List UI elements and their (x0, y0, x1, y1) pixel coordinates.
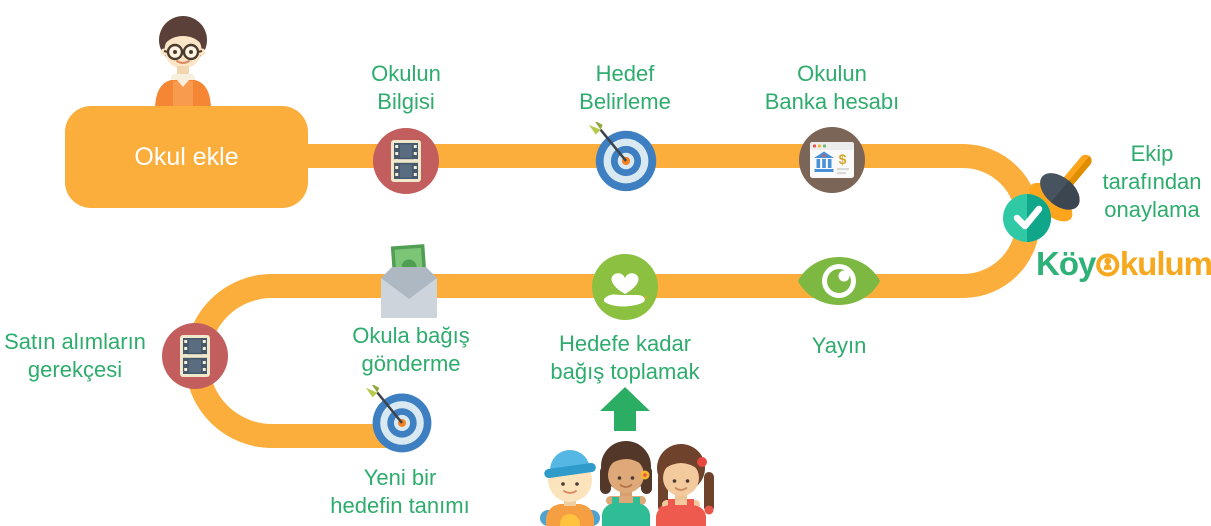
step-label-goal-setting: Hedef Belirleme (579, 61, 671, 114)
stamp-check-icon (1003, 154, 1092, 242)
heart-hand-icon (592, 254, 658, 320)
children-illustration (540, 441, 714, 526)
girl-bob-figure (600, 441, 652, 526)
step-label-team-approval: Ekip tarafından onaylama (1102, 141, 1202, 222)
step-label-new-goal: Yeni bir hedefin tanımı (330, 465, 470, 518)
logo-person-o-icon (1096, 253, 1120, 277)
film-strip-icon (162, 323, 228, 389)
stamp-glyph (1029, 154, 1092, 222)
eye-icon (798, 257, 880, 305)
step-label-bank-account: Okulun Banka hesabı (764, 61, 900, 114)
boy-figure (540, 450, 600, 526)
logo-text-kulum: kulum (1119, 245, 1211, 282)
start-node-okul-ekle: Okul ekle (65, 106, 308, 208)
person-avatar (155, 16, 211, 110)
step-label-send-donation: Okula bağış gönderme (352, 323, 470, 376)
logo-text-koy: Köy (1036, 245, 1096, 282)
step-label-school-info: Okulun Bilgisi (371, 61, 441, 114)
koyokulum-logo: Köy kulum (1036, 240, 1211, 282)
step-label-purchase-justification: Satın alımların gerekçesi (4, 329, 146, 382)
bank-browser-icon: $ (799, 127, 865, 193)
target-arrow-icon (588, 122, 658, 193)
film-strip-icon (373, 128, 439, 194)
dollar-sign: $ (839, 151, 847, 167)
step-label-publish: Yayın (811, 333, 867, 358)
check-circle-glyph (1003, 194, 1051, 242)
bank-glyph (814, 151, 834, 172)
step-label-collect-donations: Hedefe kadar bağış toplamak (550, 331, 700, 384)
target-arrow-icon (365, 385, 433, 454)
start-node-label: Okul ekle (134, 142, 239, 171)
up-arrow-icon (600, 387, 650, 431)
money-envelope-icon (381, 244, 437, 318)
girl-pigtails-figure (656, 444, 714, 526)
